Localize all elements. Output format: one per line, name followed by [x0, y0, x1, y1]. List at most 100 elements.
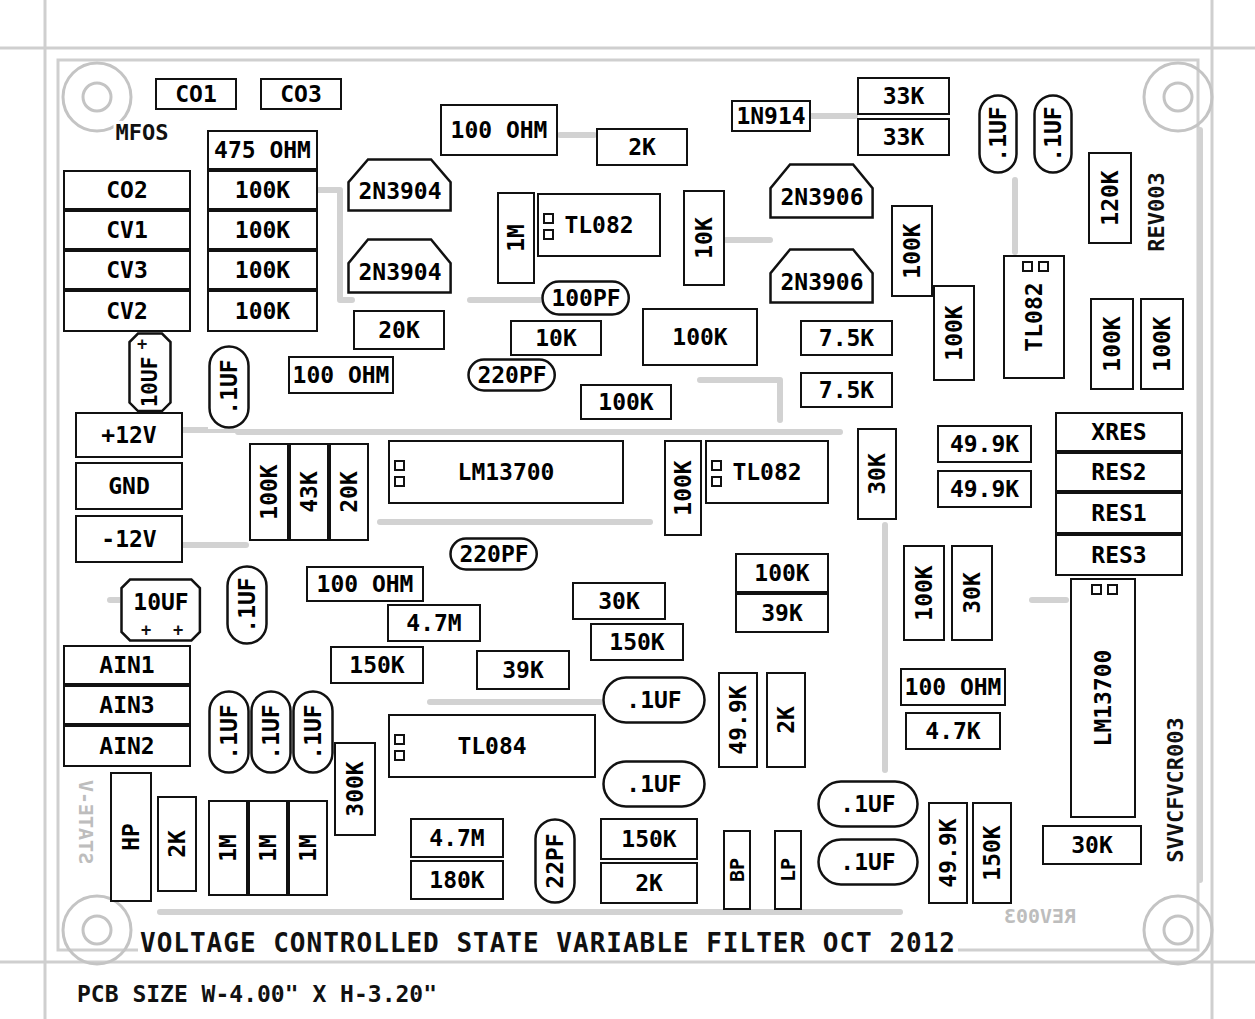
mounting-hole — [1144, 63, 1212, 131]
capacitor-outline: 220PF — [467, 358, 556, 392]
connector-pad: RES2 — [1055, 452, 1183, 492]
part-value: 100K — [235, 300, 290, 323]
part-value: LM13700 — [1092, 650, 1115, 747]
part-value: RES1 — [1091, 502, 1146, 525]
part-value: 10UF — [133, 591, 188, 614]
part-value: 33K — [883, 126, 925, 149]
connector-pad: AIN1 — [63, 645, 191, 685]
capacitor-body — [451, 539, 537, 570]
copper-trace — [882, 525, 888, 770]
part-value: 150K — [621, 828, 676, 851]
part-value: 39K — [502, 659, 544, 682]
part-value: 1M — [297, 834, 320, 862]
part-value: LP — [778, 858, 798, 882]
capacitor-outline: .1UF — [602, 760, 706, 808]
part-value: 4.7M — [429, 827, 484, 850]
capacitor-outline: 100PF — [541, 280, 630, 316]
resistor-outline: 100K — [933, 285, 975, 381]
part-value: .1UF — [236, 577, 259, 632]
part-value: 30K — [961, 572, 984, 614]
pin1-marker — [394, 750, 405, 761]
part-value: XRES — [1091, 421, 1146, 444]
mounting-hole — [83, 83, 111, 111]
part-value: -12V — [101, 528, 156, 551]
resistor-outline: 300K — [334, 742, 376, 836]
part-value: 220PF — [459, 543, 528, 566]
part-value: .1UF — [626, 773, 681, 796]
resistor-outline: 2K — [157, 796, 197, 892]
resistor-outline: 100K — [1140, 298, 1184, 390]
board-title: VOLTAGE CONTROLLED STATE VARIABLE FILTER… — [138, 929, 958, 958]
part-value: +12V — [101, 424, 156, 447]
resistor-outline: 10K — [683, 190, 725, 286]
mounting-hole — [83, 916, 111, 944]
pin1-marker — [394, 734, 405, 745]
resistor-outline: 120K — [1088, 152, 1132, 244]
part-value: 150K — [349, 654, 404, 677]
copper-trace — [560, 132, 594, 138]
resistor-outline: 1M — [497, 192, 535, 284]
part-value: 100 OHM — [451, 119, 548, 142]
pin1-marker — [394, 460, 405, 471]
resistor-outline: 49.9K — [937, 425, 1032, 463]
part-value: LM13700 — [458, 461, 555, 484]
transistor-outline: 2N3906 — [769, 163, 874, 219]
watermark: REV003 — [1002, 905, 1078, 927]
part-value: 100K — [1151, 316, 1174, 371]
part-value: 2K — [166, 830, 189, 858]
part-value: 100 OHM — [317, 573, 414, 596]
capacitor-outline: 220PF — [449, 537, 538, 571]
pin1-marker — [711, 460, 722, 471]
part-value: 2N3904 — [358, 180, 441, 203]
part-value: TL082 — [732, 461, 801, 484]
resistor-outline: 49.9K — [718, 672, 758, 768]
part-value: 10K — [693, 217, 716, 259]
resistor-outline: 33K — [857, 77, 950, 115]
connector-pad: AIN3 — [63, 685, 191, 725]
part-value: 7.5K — [819, 327, 874, 350]
part-value: 100K — [901, 223, 924, 278]
part-value: CV1 — [106, 219, 148, 242]
resistor-outline: 100K — [580, 384, 672, 420]
resistor-outline: 100K — [207, 170, 318, 210]
part-value: 30K — [598, 590, 640, 613]
part-value: GND — [108, 475, 150, 498]
resistor-outline: 100 OHM — [288, 356, 395, 394]
polarity-mark: + — [135, 335, 149, 354]
capacitor-outline: .1UF — [817, 780, 919, 828]
resistor-outline: 33K — [857, 118, 950, 156]
part-value: .1UF — [1042, 106, 1065, 161]
part-value: CO3 — [280, 83, 322, 106]
board-edge — [0, 47, 1255, 50]
part-value: .1UF — [987, 106, 1010, 161]
resistor-outline: 100K — [207, 250, 318, 290]
part-value: 43K — [298, 471, 321, 513]
ic-outline: TL082 — [705, 440, 829, 504]
resistor-outline: 100K — [664, 440, 702, 536]
pin1-marker — [1038, 261, 1049, 272]
part-value: 220PF — [477, 364, 546, 387]
connector-pad: CV2 — [63, 290, 191, 332]
resistor-outline: 30K — [951, 545, 993, 641]
copper-trace — [1197, 130, 1203, 880]
resistor-outline: 150K — [330, 646, 424, 684]
part-value: 1M — [257, 834, 280, 862]
connector-pad: CV1 — [63, 210, 191, 250]
resistor-outline: 100K — [249, 443, 289, 541]
connector-pad: GND — [75, 462, 183, 510]
resistor-outline: 150K — [972, 802, 1012, 904]
watermark: STATE-V — [75, 778, 97, 866]
resistor-outline: 4.7M — [387, 604, 481, 642]
part-value: .1UF — [218, 704, 241, 759]
capacitor-outline: .1UF — [208, 690, 250, 774]
resistor-outline: 39K — [476, 650, 570, 690]
pin1-marker — [1022, 261, 1033, 272]
part-value: HP — [120, 823, 143, 851]
resistor-outline: 100K — [891, 205, 933, 297]
part-value: 20K — [378, 319, 420, 342]
part-value: .1UF — [302, 704, 325, 759]
part-value: 150K — [981, 825, 1004, 880]
copper-traces — [110, 116, 1200, 912]
part-value: 100K — [754, 562, 809, 585]
capacitor-body — [819, 782, 918, 827]
